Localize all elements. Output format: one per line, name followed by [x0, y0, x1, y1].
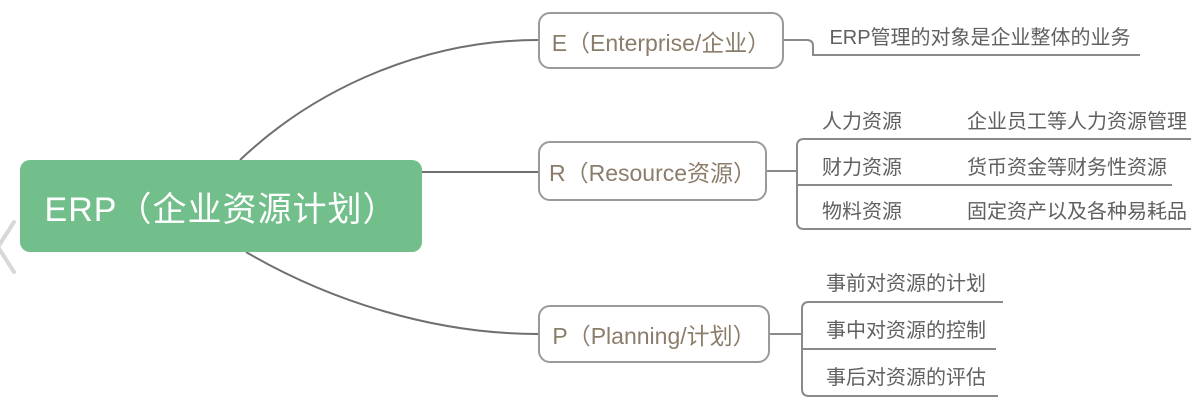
leaf-enterprise-note[interactable]: ERP管理的对象是企业整体的业务	[829, 27, 1131, 49]
leaf-resource-financial[interactable]: 财力资源	[822, 157, 902, 179]
leaf-resource-human[interactable]: 人力资源	[822, 111, 902, 133]
page-back-chevron-icon[interactable]	[0, 220, 16, 274]
leaf-resource-human-desc[interactable]: 企业员工等人力资源管理	[967, 111, 1187, 133]
leaf-resource-material[interactable]: 物料资源	[822, 201, 902, 223]
leaf-planning-before[interactable]: 事前对资源的计划	[826, 273, 986, 295]
leaf-planning-after[interactable]: 事后对资源的评估	[826, 367, 986, 389]
leaf-planning-during[interactable]: 事中对资源的控制	[826, 320, 986, 342]
connector-root-e	[239, 39, 539, 161]
connector-e-leaf	[784, 39, 1140, 56]
leaf-resource-material-desc[interactable]: 固定资产以及各种易耗品	[967, 201, 1187, 223]
branch-topic-planning[interactable]: P（Planning/计划）	[538, 305, 770, 363]
root-topic-erp[interactable]: ERP（企业资源计划）	[20, 160, 422, 252]
leaf-resource-financial-desc[interactable]: 货币资金等财务性资源	[967, 157, 1167, 179]
branch-topic-resource[interactable]: R（Resource资源）	[538, 141, 767, 201]
connector-root-p	[245, 251, 539, 335]
branch-topic-enterprise[interactable]: E（Enterprise/企业）	[538, 12, 784, 69]
